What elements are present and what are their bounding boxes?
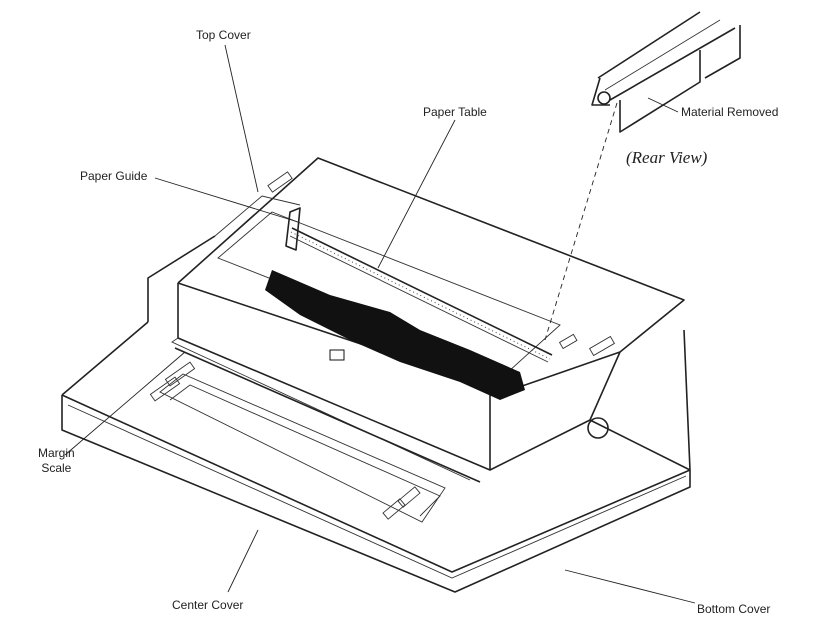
center-cover (147, 235, 446, 523)
paper-guide (285, 207, 301, 251)
top-cover-leader (224, 44, 259, 193)
label-center-cover: Center Cover (172, 598, 244, 612)
label-margin-scale: Margin Scale (38, 446, 75, 476)
dashed-connector (544, 102, 618, 341)
paper-guide-leader (154, 177, 299, 223)
paper-table (289, 227, 553, 363)
print-mechanism (265, 270, 525, 400)
platen-knob (587, 417, 609, 439)
paper-table-leader (377, 119, 456, 269)
label-top-cover: Top Cover (196, 28, 251, 42)
label-material-removed: Material Removed (681, 105, 779, 119)
margin-scale (174, 347, 481, 483)
top-cover (171, 157, 691, 481)
label-rear-view: (Rear View) (626, 148, 708, 167)
label-margin-line2: Scale (41, 461, 72, 475)
label-paper-table: Paper Table (423, 105, 487, 119)
material-removed-leader (647, 97, 679, 113)
label-bottom-cover: Bottom Cover (697, 602, 771, 616)
rear-view-inset (591, 11, 741, 133)
bottom-cover (61, 321, 691, 593)
center-cover-leader (227, 529, 259, 593)
margin-scale-leader (64, 351, 186, 456)
label-margin-line1: Margin (38, 446, 75, 460)
badge (329, 349, 345, 361)
label-paper-guide: Paper Guide (80, 169, 148, 183)
bottom-cover-leader (564, 569, 696, 604)
